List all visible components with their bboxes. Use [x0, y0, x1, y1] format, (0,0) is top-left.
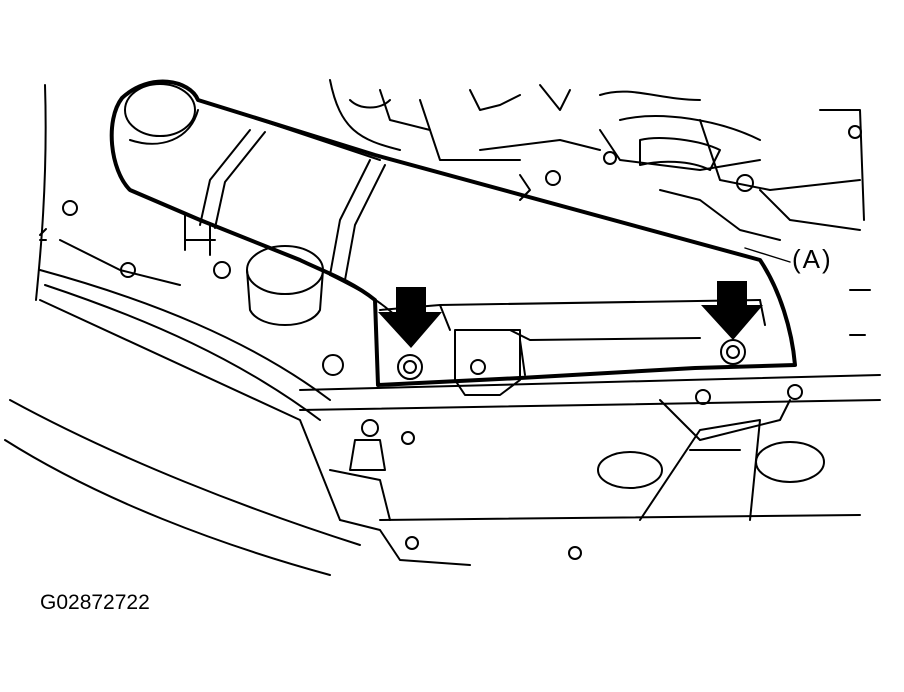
figure-code: G02872722: [40, 591, 150, 614]
radiator-support: [299, 374, 881, 566]
callout-leader-line: [744, 247, 791, 263]
right-bolt-arrow: [701, 281, 763, 340]
left-bolt: [397, 354, 423, 380]
engine-components: [329, 79, 871, 336]
left-bolt-arrow: [378, 287, 442, 348]
air-intake-duct: [109, 79, 797, 396]
horn-bracket: [597, 384, 825, 521]
fender-outline: [4, 84, 361, 576]
callout-label-a: (A): [792, 244, 833, 274]
right-bolt: [720, 339, 746, 365]
